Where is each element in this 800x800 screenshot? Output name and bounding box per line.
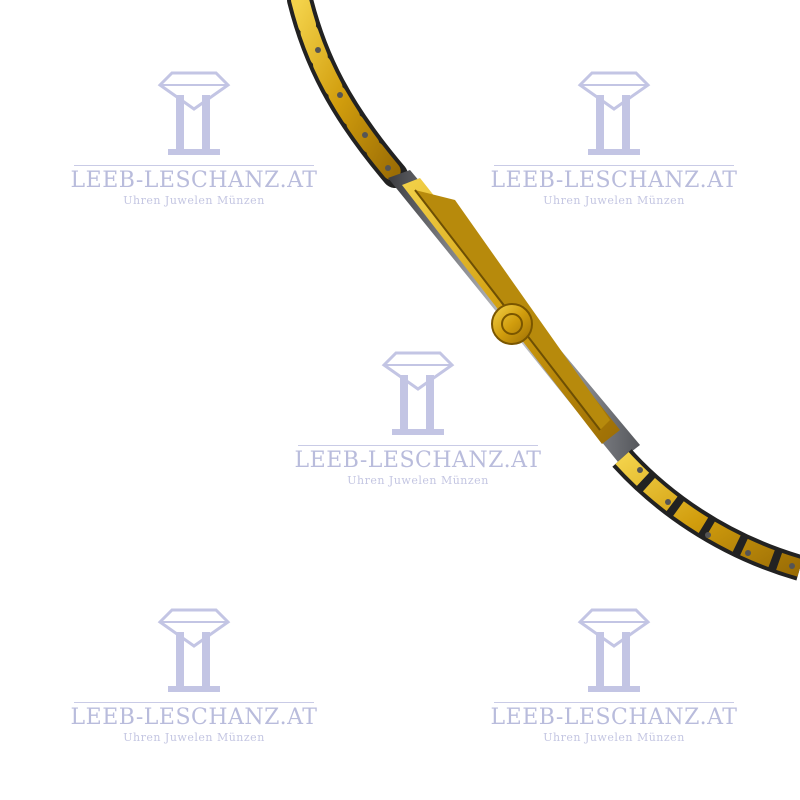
watermark: LEEB-LESCHANZ.AT Uhren Juwelen Münzen (484, 602, 744, 745)
watermark-title: LEEB-LESCHANZ.AT (490, 705, 738, 730)
watch-case (388, 170, 640, 462)
watermark: LEEB-LESCHANZ.AT Uhren Juwelen Münzen (64, 65, 324, 208)
watermark-title: LEEB-LESCHANZ.AT (294, 448, 542, 473)
upper-bracelet (287, 0, 408, 188)
watermark-subtitle: Uhren Juwelen Münzen (543, 731, 685, 744)
watermark: LEEB-LESCHANZ.AT Uhren Juwelen Münzen (64, 602, 324, 745)
watermark-title: LEEB-LESCHANZ.AT (490, 168, 738, 193)
watermark-subtitle: Uhren Juwelen Münzen (543, 194, 685, 207)
diamond-logo-icon (577, 608, 651, 692)
watermark-subtitle: Uhren Juwelen Münzen (123, 731, 265, 744)
watermark-subtitle: Uhren Juwelen Münzen (347, 474, 489, 487)
watermark: LEEB-LESCHANZ.AT Uhren Juwelen Münzen (288, 345, 548, 488)
crown (491, 303, 533, 345)
watermark-title: LEEB-LESCHANZ.AT (70, 168, 318, 193)
watermark-title: LEEB-LESCHANZ.AT (70, 705, 318, 730)
diamond-logo-icon (381, 351, 455, 435)
watermark: LEEB-LESCHANZ.AT Uhren Juwelen Münzen (484, 65, 744, 208)
watermark-subtitle: Uhren Juwelen Münzen (123, 194, 265, 207)
diamond-logo-icon (157, 71, 231, 155)
diamond-logo-icon (577, 71, 651, 155)
diamond-logo-icon (157, 608, 231, 692)
lower-bracelet (612, 449, 800, 581)
